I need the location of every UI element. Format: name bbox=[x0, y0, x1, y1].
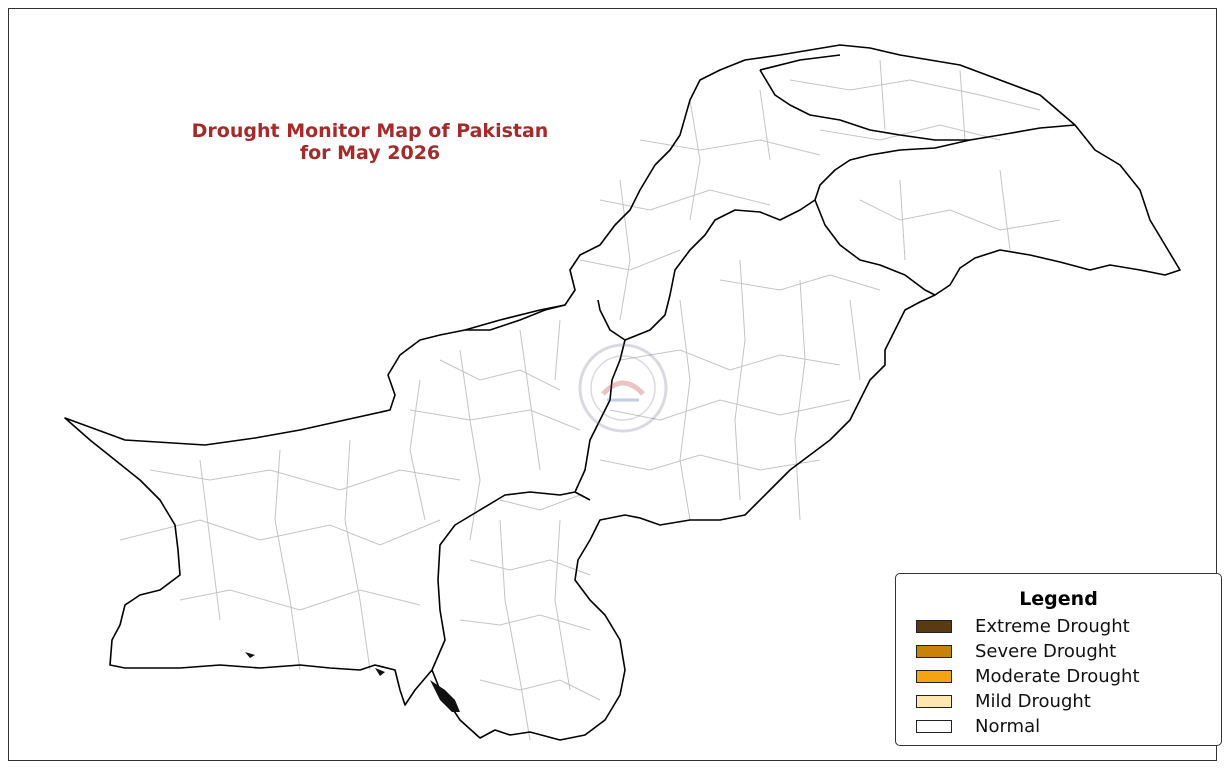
legend-label: Moderate Drought bbox=[975, 666, 1140, 687]
legend-item-moderate-drought: Moderate Drought bbox=[896, 664, 1221, 689]
legend-label: Extreme Drought bbox=[975, 616, 1130, 637]
legend-label: Mild Drought bbox=[975, 691, 1091, 712]
legend-box: Legend Extreme Drought Severe Drought Mo… bbox=[895, 573, 1222, 746]
map-title: Drought Monitor Map of Pakistan for May … bbox=[120, 120, 620, 164]
pmd-seal-watermark bbox=[578, 343, 668, 433]
legend-swatch bbox=[916, 720, 952, 733]
coastal-mangrove bbox=[245, 652, 460, 712]
legend-item-extreme-drought: Extreme Drought bbox=[896, 614, 1221, 639]
country-outline bbox=[64, 44, 1181, 741]
legend-swatch bbox=[916, 645, 952, 658]
legend-swatch bbox=[916, 620, 952, 633]
legend-label: Normal bbox=[975, 716, 1041, 737]
legend-label: Severe Drought bbox=[975, 641, 1117, 662]
district-boundaries bbox=[119, 59, 1061, 741]
legend-item-normal: Normal bbox=[896, 714, 1221, 739]
map-title-line2: for May 2026 bbox=[299, 142, 441, 164]
legend-item-severe-drought: Severe Drought bbox=[896, 639, 1221, 664]
province-boundaries bbox=[64, 44, 1181, 741]
legend-swatch bbox=[916, 695, 952, 708]
map-title-line1: Drought Monitor Map of Pakistan bbox=[191, 120, 549, 142]
legend-item-mild-drought: Mild Drought bbox=[896, 689, 1221, 714]
legend-swatch bbox=[916, 670, 952, 683]
legend-heading: Legend bbox=[1019, 588, 1098, 610]
